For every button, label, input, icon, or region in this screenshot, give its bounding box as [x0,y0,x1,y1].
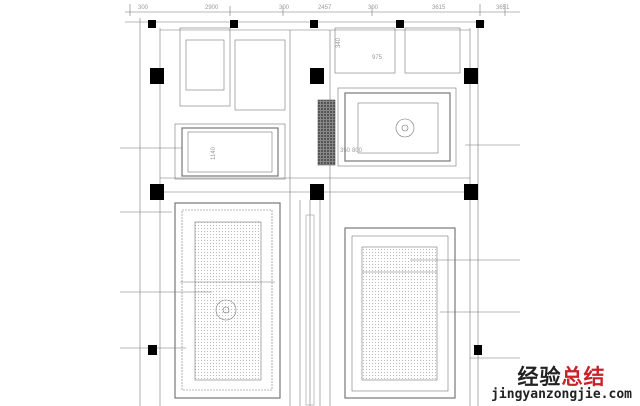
svg-text:800: 800 [352,148,363,154]
svg-text:350: 350 [340,148,351,154]
svg-text:300: 300 [279,5,290,11]
svg-text:2457: 2457 [318,5,332,11]
svg-text:975: 975 [372,55,383,61]
svg-text:3615: 3615 [432,5,446,11]
watermark-url: jingyanzongjie.com [491,387,632,402]
svg-text:2900: 2900 [205,5,219,11]
svg-text:340: 340 [336,37,342,48]
dimension-labels: 300 2900 300 2457 300 3615 3651 975 340 … [138,5,510,160]
structural-columns [148,20,484,355]
svg-text:1140: 1140 [211,146,217,160]
watermark-text-dark: 经验 [517,365,562,389]
svg-text:3651: 3651 [496,5,510,11]
grille-panel [317,99,336,166]
watermark: 经验总结 jingyanzongjie.com [491,366,632,402]
svg-text:300: 300 [368,5,379,11]
watermark-text-red: 总结 [561,365,606,389]
svg-text:300: 300 [138,5,149,11]
